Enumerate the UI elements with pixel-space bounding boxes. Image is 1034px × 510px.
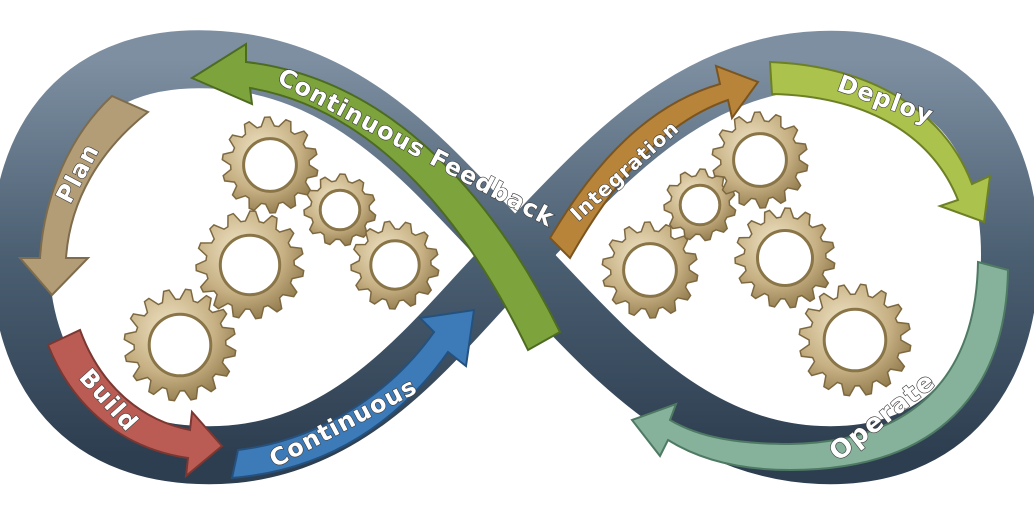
gear-hole [369, 239, 421, 291]
gears-group [123, 111, 912, 402]
gear-hole [732, 132, 788, 188]
arrow-icon [768, 60, 992, 224]
gear-hole [822, 307, 888, 373]
arrow-icon [17, 94, 150, 297]
arrow-icon [189, 42, 562, 352]
arrow-icon [630, 260, 1010, 472]
arrow-icon [548, 64, 760, 260]
gear-hole [147, 312, 213, 378]
gear-hole [622, 242, 678, 298]
arrow-icon [230, 308, 476, 480]
arrow-icon [46, 328, 224, 479]
gear-hole [678, 183, 722, 227]
gear-hole [218, 233, 282, 297]
gear-hole [756, 229, 814, 287]
gear-hole [242, 137, 298, 193]
gear-hole [318, 188, 362, 232]
